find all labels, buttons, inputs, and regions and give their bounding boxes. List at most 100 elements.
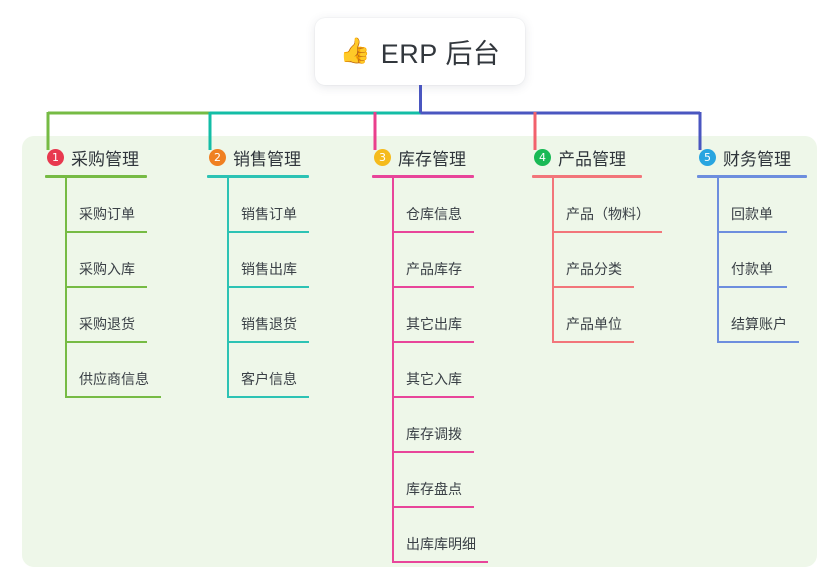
leaf-item[interactable]: 采购退货 xyxy=(65,288,147,343)
root-node-card[interactable]: 👍 ERP 后台 xyxy=(315,18,525,85)
leaf-item-label: 付款单 xyxy=(731,261,773,277)
leaf-item-label: 库存调拨 xyxy=(406,426,462,442)
leaf-item[interactable]: 产品（物料） xyxy=(552,178,662,233)
leaf-item[interactable]: 出库库明细 xyxy=(392,508,488,563)
root-node-title: ERP 后台 xyxy=(380,39,501,69)
leaf-item-rule xyxy=(717,231,787,233)
leaf-item-label: 回款单 xyxy=(731,206,773,222)
leaf-item-rule xyxy=(392,396,474,398)
leaf-item-label: 产品（物料） xyxy=(566,206,650,222)
category-header-1[interactable]: 1 采购管理 xyxy=(45,145,147,169)
leaf-item-label: 其它入库 xyxy=(406,371,462,387)
leaf-item-label: 产品库存 xyxy=(406,261,462,277)
leaf-item-rule xyxy=(65,286,147,288)
leaf-item[interactable]: 销售退货 xyxy=(227,288,309,343)
root-stem-connector xyxy=(419,85,422,113)
leaf-list: 仓库信息产品库存其它出库其它入库库存调拨库存盘点出库库明细 xyxy=(392,178,488,563)
leaf-item-label: 销售退货 xyxy=(241,316,297,332)
diagram-canvas-panel xyxy=(22,136,817,567)
leaf-item-rule xyxy=(65,341,147,343)
category-underline xyxy=(45,175,147,178)
category-title: 销售管理 xyxy=(233,149,301,169)
leaf-item-rule xyxy=(227,286,309,288)
leaf-item-rule xyxy=(717,341,799,343)
leaf-item[interactable]: 采购入库 xyxy=(65,233,147,288)
leaf-item[interactable]: 销售订单 xyxy=(227,178,309,233)
leaf-item[interactable]: 仓库信息 xyxy=(392,178,474,233)
leaf-item-rule xyxy=(392,286,474,288)
leaf-list: 销售订单销售出库销售退货客户信息 xyxy=(227,178,309,398)
leaf-item[interactable]: 供应商信息 xyxy=(65,343,161,398)
leaf-item-rule xyxy=(392,451,474,453)
leaf-item-label: 产品分类 xyxy=(566,261,622,277)
leaf-item[interactable]: 付款单 xyxy=(717,233,807,288)
leaf-item[interactable]: 其它出库 xyxy=(392,288,474,343)
leaf-list: 回款单付款单结算账户 xyxy=(717,178,807,343)
category-header-2[interactable]: 2 销售管理 xyxy=(207,145,309,169)
leaf-item-rule xyxy=(392,341,474,343)
leaf-item-rule xyxy=(717,286,787,288)
leaf-list: 产品（物料） 产品分类产品单位 xyxy=(552,178,662,343)
category-header-5[interactable]: 5 财务管理 xyxy=(697,145,807,169)
leaf-item-label: 采购入库 xyxy=(79,261,135,277)
leaf-item-label: 销售订单 xyxy=(241,206,297,222)
leaf-item-rule xyxy=(65,396,161,398)
leaf-item[interactable]: 其它入库 xyxy=(392,343,474,398)
leaf-item[interactable]: 客户信息 xyxy=(227,343,309,398)
category-number-badge: 1 xyxy=(47,148,64,166)
leaf-item-rule xyxy=(552,286,634,288)
leaf-item[interactable]: 回款单 xyxy=(717,178,807,233)
leaf-item[interactable]: 库存盘点 xyxy=(392,453,474,508)
category-underline xyxy=(372,175,474,178)
leaf-item-rule xyxy=(227,231,309,233)
leaf-item-label: 结算账户 xyxy=(731,316,787,332)
leaf-item[interactable]: 采购订单 xyxy=(65,178,147,233)
leaf-item-rule xyxy=(392,506,474,508)
leaf-item-rule xyxy=(552,231,662,233)
leaf-item-label: 仓库信息 xyxy=(406,206,462,222)
leaf-item-rule xyxy=(392,231,474,233)
category-number-badge: 5 xyxy=(699,148,716,166)
category-header-3[interactable]: 3 库存管理 xyxy=(372,145,474,169)
category-underline xyxy=(532,175,642,178)
leaf-item[interactable]: 产品库存 xyxy=(392,233,474,288)
leaf-item-label: 客户信息 xyxy=(241,371,297,387)
category-column-1: 1 采购管理采购订单采购入库采购退货供应商信息 xyxy=(45,145,161,398)
root-node-content: 👍 ERP 后台 xyxy=(340,32,501,71)
leaf-item-rule xyxy=(65,231,147,233)
category-title: 财务管理 xyxy=(723,149,791,169)
leaf-item[interactable]: 销售出库 xyxy=(227,233,309,288)
leaf-spine-connector xyxy=(65,178,67,398)
category-title: 产品管理 xyxy=(558,149,626,169)
leaf-spine-connector xyxy=(392,178,394,563)
leaf-item-label: 采购订单 xyxy=(79,206,135,222)
leaf-item-label: 产品单位 xyxy=(566,316,622,332)
leaf-item[interactable]: 结算账户 xyxy=(717,288,807,343)
leaf-item-label: 库存盘点 xyxy=(406,481,462,497)
category-title: 库存管理 xyxy=(398,149,466,169)
category-underline xyxy=(697,175,807,178)
leaf-spine-connector xyxy=(552,178,554,343)
category-column-3: 3 库存管理仓库信息产品库存其它出库其它入库库存调拨库存盘点出库库明细 xyxy=(372,145,488,563)
leaf-item-label: 采购退货 xyxy=(79,316,135,332)
leaf-item[interactable]: 产品单位 xyxy=(552,288,642,343)
category-title: 采购管理 xyxy=(71,149,139,169)
leaf-item-label: 其它出库 xyxy=(406,316,462,332)
thumbs-up-icon: 👍 xyxy=(339,37,371,65)
leaf-spine-connector xyxy=(717,178,719,343)
category-number-badge: 2 xyxy=(209,148,226,166)
category-number-badge: 3 xyxy=(374,148,391,166)
leaf-item-rule xyxy=(552,341,634,343)
leaf-item-rule xyxy=(227,341,309,343)
category-underline xyxy=(207,175,309,178)
leaf-item-rule xyxy=(227,396,309,398)
leaf-item-rule xyxy=(392,561,488,563)
leaf-item-label: 销售出库 xyxy=(241,261,297,277)
leaf-item[interactable]: 库存调拨 xyxy=(392,398,474,453)
leaf-item-label: 出库库明细 xyxy=(406,536,476,552)
category-column-2: 2 销售管理销售订单销售出库销售退货客户信息 xyxy=(207,145,309,398)
leaf-item[interactable]: 产品分类 xyxy=(552,233,642,288)
leaf-list: 采购订单采购入库采购退货供应商信息 xyxy=(65,178,161,398)
